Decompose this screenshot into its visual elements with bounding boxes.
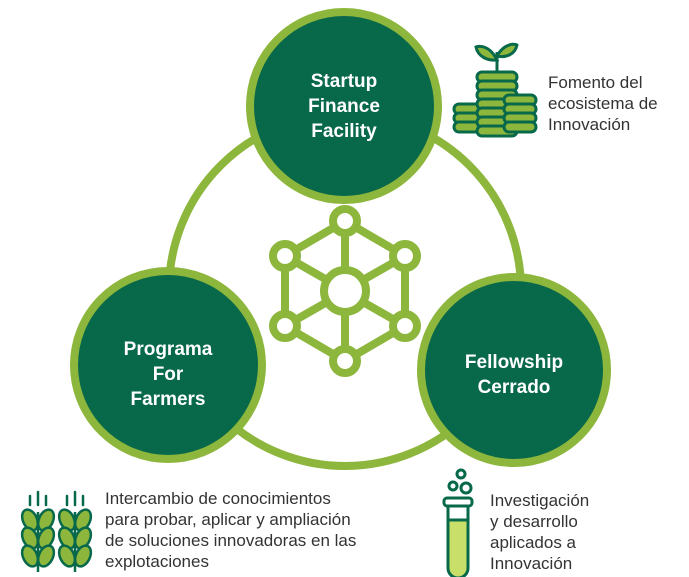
caption-line: Innovación <box>490 554 573 573</box>
node-label-line: Startup <box>310 71 378 92</box>
network-hexagon-icon <box>269 205 421 377</box>
node-label-line: Finance <box>308 96 380 117</box>
test-tube-icon <box>442 468 474 577</box>
node-label-line: Farmers <box>130 389 206 410</box>
node-programa-for-farmers <box>70 267 266 463</box>
node-label-line: Programa <box>123 339 213 360</box>
node-label-line: For <box>152 364 184 385</box>
node-label-line: Fellowship <box>464 352 564 373</box>
caption-line: Innovación <box>548 115 631 134</box>
node-label-left: Programa For Farmers <box>88 337 248 412</box>
caption-fomento: Fomento del ecosistema de Innovación <box>548 72 658 135</box>
coin-stack-sprout-icon <box>452 42 538 138</box>
node-startup-finance-facility <box>246 8 442 204</box>
node-label-top: Startup Finance Facility <box>264 69 424 144</box>
wheat-icon <box>20 490 93 572</box>
node-label-line: Facility <box>311 121 377 142</box>
caption-line: Investigación <box>490 491 590 510</box>
node-label-right: Fellowship Cerrado <box>434 350 594 400</box>
node-fellowship-cerrado <box>417 273 611 467</box>
caption-line: Fomento del <box>548 73 643 92</box>
caption-investigacion: Investigación y desarrollo aplicados a I… <box>490 490 589 574</box>
caption-line: ecosistema de <box>548 94 658 113</box>
caption-line: para probar, aplicar y ampliación <box>105 510 351 529</box>
node-label-line: Cerrado <box>477 377 551 398</box>
caption-line: y desarrollo <box>490 512 578 531</box>
caption-line: aplicados a <box>490 533 577 552</box>
caption-line: Intercambio de conocimientos <box>105 489 331 508</box>
caption-line: de soluciones innovadoras en las <box>105 531 357 550</box>
caption-line: explotaciones <box>105 552 209 571</box>
caption-intercambio: Intercambio de conocimientos para probar… <box>105 488 356 572</box>
